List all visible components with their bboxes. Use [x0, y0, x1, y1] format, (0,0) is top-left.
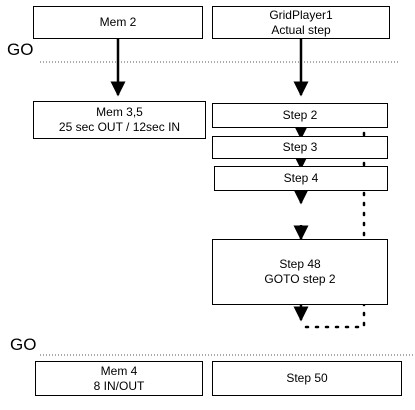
mem35-line1: Mem 3,5: [96, 105, 143, 119]
step4-box: Step 4: [214, 166, 388, 191]
step50-box: Step 50: [212, 361, 402, 396]
step48-line2: GOTO step 2: [264, 272, 336, 286]
step4-label: Step 4: [283, 171, 319, 185]
go-label: GO: [7, 40, 34, 59]
step48-box: Step 48 GOTO step 2: [212, 239, 388, 305]
step2-label: Step 2: [282, 108, 318, 122]
gridplayer-line1: GridPlayer1: [269, 7, 333, 22]
mem2-box: Mem 2: [33, 6, 203, 39]
step50-label: Step 50: [286, 371, 328, 385]
mem35-box: Mem 3,5 25 sec OUT / 12sec IN: [33, 101, 206, 139]
gridplayer-box: GridPlayer1 Actual step: [212, 6, 390, 39]
step48-line1: Step 48: [279, 257, 321, 271]
step3-box: Step 3: [212, 136, 388, 159]
step2-box: Step 2: [212, 103, 388, 128]
mem4-box: Mem 4 8 IN/OUT: [35, 361, 203, 396]
gridplayer-line2: Actual step: [271, 22, 331, 37]
mem2-line1: Mem 2: [99, 15, 137, 29]
mem4-line1: Mem 4: [100, 363, 138, 378]
step3-label: Step 3: [282, 140, 318, 154]
go-label: GO: [10, 335, 37, 354]
mem35-line2: 25 sec OUT / 12sec IN: [58, 120, 181, 134]
mem4-line2: 8 IN/OUT: [93, 378, 145, 393]
